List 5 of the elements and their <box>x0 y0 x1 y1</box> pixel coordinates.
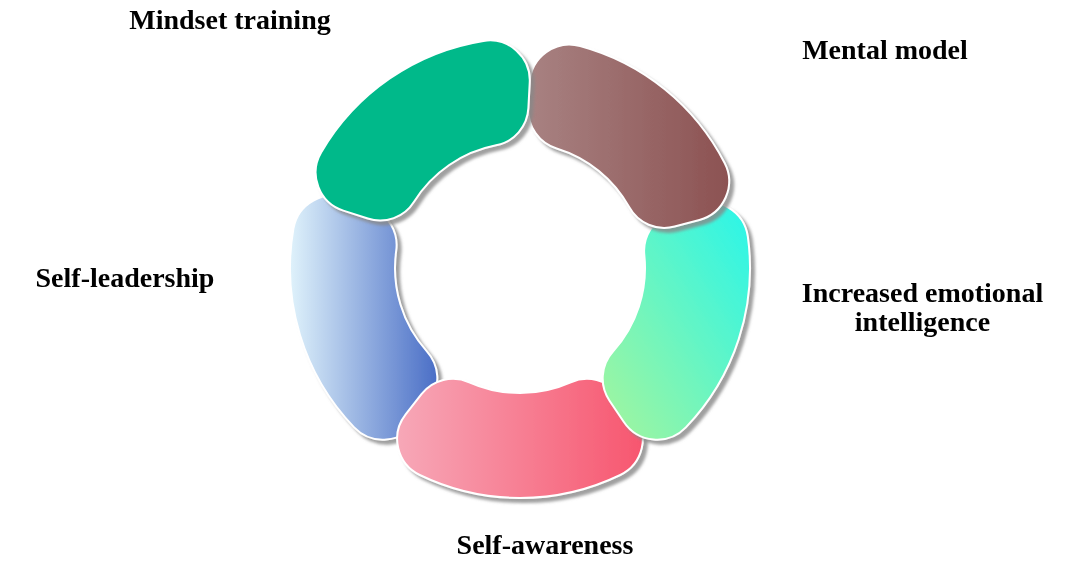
segment-label: Mindset training <box>128 5 332 35</box>
segment-label: Increased emotional intelligence <box>800 278 1045 337</box>
segment-label: Mental model <box>801 35 969 65</box>
segment-label: Self-leadership <box>34 263 216 293</box>
segment-label: Self-awareness <box>455 530 635 560</box>
